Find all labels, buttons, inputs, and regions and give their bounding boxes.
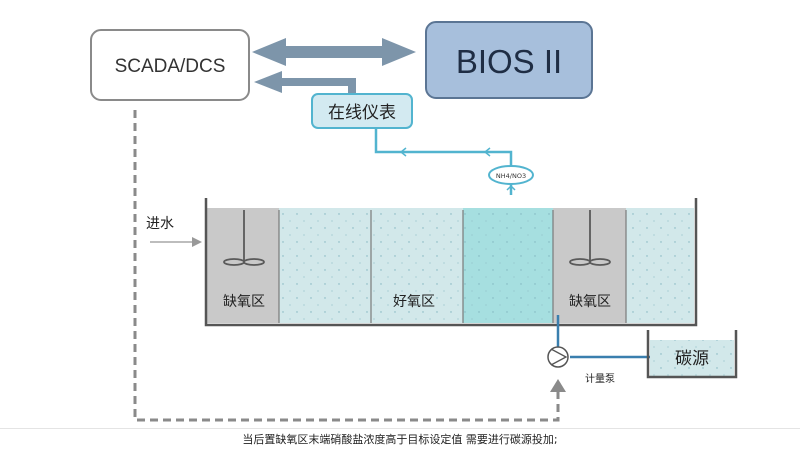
mixer-icon <box>223 210 265 266</box>
nh4-no3-sensor[interactable]: NH4/NO3 <box>488 165 534 185</box>
scada-label: SCADA/DCS <box>115 56 226 77</box>
zone-label-anoxic-1: 缺氧区 <box>223 294 265 310</box>
bios-label: BIOS II <box>456 43 562 80</box>
double-arrow-icon <box>252 38 416 66</box>
signal-chevron-icon <box>399 147 516 191</box>
control-arrow-icon <box>550 379 566 392</box>
carbon-label: 碳源 <box>675 349 709 369</box>
pump-label: 计量泵 <box>585 372 615 385</box>
online-instrument-box[interactable]: 在线仪表 <box>311 93 413 129</box>
bios-box[interactable]: BIOS II <box>425 21 593 99</box>
instrument-to-scada-arrow-icon <box>254 71 356 96</box>
inlet-arrow-icon <box>192 237 202 247</box>
sensor-label: NH4/NO3 <box>496 172 526 180</box>
control-dashed-line <box>133 110 560 422</box>
signal-line <box>374 128 513 195</box>
reactor-tank <box>204 198 698 327</box>
inlet-label: 进水 <box>146 216 174 232</box>
instrument-label: 在线仪表 <box>328 103 396 123</box>
caption: 当后置缺氧区末端硝酸盐浓度高于目标设定值 需要进行碳源投加; <box>0 428 800 451</box>
metering-pump-icon[interactable] <box>547 346 569 368</box>
anoxic-zone-1 <box>206 208 279 323</box>
mixer-icon <box>569 210 611 266</box>
carbon-source-tank[interactable]: 碳源 <box>646 330 738 379</box>
zone-label-anoxic-2: 缺氧区 <box>569 294 611 310</box>
scada-dcs-box[interactable]: SCADA/DCS <box>90 29 250 101</box>
zone-label-aerobic: 好氧区 <box>393 294 435 310</box>
